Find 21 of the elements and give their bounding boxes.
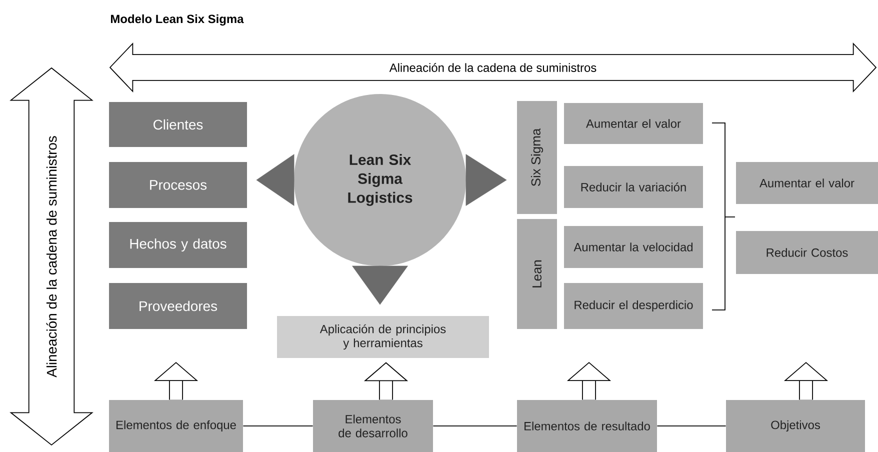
focus-box: Clientes [109,102,247,147]
process-box: Aplicación de principios y herramientas [277,316,489,358]
element-box: Elementos de enfoque [109,400,243,452]
element-box: Objetivos [726,400,865,452]
goal-box: Reducir la variación [564,166,703,208]
triangle-pointer [352,266,408,305]
triangle-pointer [466,154,507,206]
element-box: Elementos de desarrollo [313,400,433,452]
category-box: Lean [517,218,557,329]
goal-box: Reducir Costos [736,230,878,274]
focus-box: Procesos [109,162,247,208]
goal-box: Aumentar la velocidad [564,226,703,268]
element-box: Elementos de resultado [517,400,657,452]
goal-box: Reducir el desperdicio [564,282,703,329]
focus-box: Hechos y datos [109,222,247,268]
goal-box: Aumentar el valor [736,162,878,204]
title: Modelo Lean Six Sigma [111,14,244,26]
focus-box: Proveedores [109,282,247,329]
goal-box: Aumentar el valor [564,102,703,144]
category-box: Six Sigma [517,100,557,214]
triangle-pointer [256,154,294,206]
